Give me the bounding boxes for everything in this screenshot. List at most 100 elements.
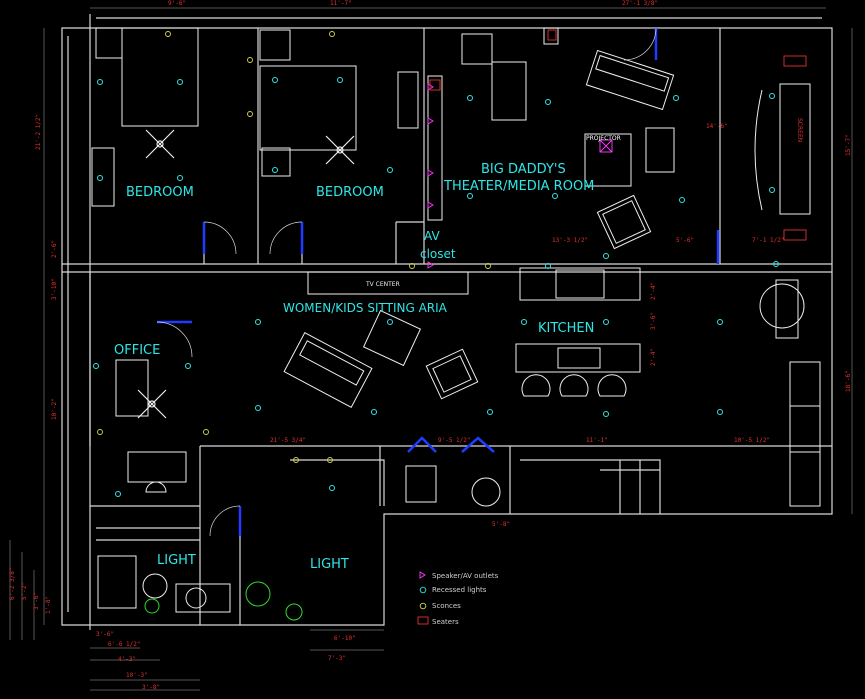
room-label-light-left: LIGHT — [157, 553, 196, 568]
theater-box — [543, 27, 559, 45]
toilet — [142, 573, 168, 599]
item-labels: TV CENTER PROJECTOR SCREEN — [365, 118, 803, 288]
room-label-bedroom-right: BEDROOM — [316, 185, 384, 200]
fan-office — [137, 389, 167, 419]
dim-mid-1: 21'-5 3/4" — [270, 437, 306, 444]
legend-light-icon — [419, 586, 427, 594]
legend-seat-label: Seaters — [432, 618, 459, 626]
theater-sofa — [585, 49, 675, 111]
bar-stool-2 — [559, 374, 589, 397]
dim-bot-6: 3'-6" — [96, 631, 114, 638]
office-table — [127, 451, 187, 483]
furniture — [91, 27, 821, 613]
screen-curve — [754, 89, 763, 211]
theater-desk — [491, 61, 527, 121]
dim-theater-w: 14'-6" — [706, 123, 728, 130]
bed-left — [121, 27, 199, 127]
dim-right-2: 18'-6" — [845, 370, 852, 392]
doors — [157, 28, 720, 536]
room-label-av-2: closet — [420, 247, 456, 261]
dim-bot-3: 4'-3" — [118, 656, 136, 663]
dim-bot-8: 7'-3" — [328, 655, 346, 662]
theater-chair-2 — [596, 194, 652, 250]
green-fixtures — [144, 581, 303, 621]
sink — [185, 587, 207, 609]
closet-walls — [203, 221, 424, 264]
kitchen-sink — [555, 269, 605, 299]
bed-right — [259, 65, 357, 151]
theater-chair-1 — [645, 127, 675, 173]
sconces — [97, 31, 491, 463]
legend: Speaker/AV outlets Recessed lights Sconc… — [417, 571, 499, 626]
dim-bot-1: 5'-8" — [492, 521, 510, 528]
dim-bot-4: 10'-3" — [126, 672, 148, 679]
dim-bot-5: 3'-8" — [142, 684, 160, 691]
water-heater — [471, 477, 501, 507]
legend-sconce-label: Sconces — [432, 602, 461, 610]
fan-bedroom-right — [325, 135, 355, 165]
dim-left-2: 2'-6" — [51, 240, 58, 258]
dining-chairs — [775, 279, 799, 339]
ceiling-fans — [137, 129, 355, 419]
tub — [97, 555, 137, 609]
tv-center — [307, 271, 469, 295]
dresser-right — [397, 71, 419, 129]
dim-theater-a: 13'-3 1/2" — [552, 237, 588, 244]
label-screen: SCREEN — [796, 118, 803, 142]
dim-theater-c: 7'-1 1/2" — [752, 237, 785, 244]
nightstand-right-2 — [261, 147, 291, 177]
room-labels: BEDROOM BEDROOM BIG DADDY'S THEATER/MEDI… — [114, 162, 594, 572]
kitchen-cooktop — [557, 347, 601, 369]
bar-stool-1 — [521, 374, 551, 397]
fan-bedroom-left — [145, 129, 175, 159]
dimension-texts: 9'-6" 11'-7" 27'-1 3/8" 21'-2 1/2" 2'-6"… — [9, 0, 852, 691]
label-projector: PROJECTOR — [586, 135, 621, 142]
door-double-bottom — [407, 436, 495, 453]
legend-seat-icon — [417, 616, 429, 625]
office-desk — [115, 359, 149, 417]
seaters — [429, 29, 807, 241]
kitchen-island — [515, 343, 641, 373]
dim-top-2: 11'-7" — [330, 0, 352, 7]
dim-mid-2: 9'-5 1/2" — [438, 437, 471, 444]
room-label-theater-2: THEATER/MEDIA ROOM — [443, 179, 594, 194]
room-label-light-right: LIGHT — [310, 557, 349, 572]
room-label-av-1: AV — [424, 229, 440, 243]
vanity — [175, 583, 231, 613]
dim-mid-4: 10'-5 1/2" — [734, 437, 770, 444]
dimension-lines — [9, 7, 853, 691]
legend-light-label: Recessed lights — [432, 586, 487, 594]
dim-k-1: 2'-4" — [650, 282, 657, 300]
corridor-lines — [96, 446, 385, 541]
sofa — [283, 332, 373, 408]
dim-side-2: 5'-2" — [21, 582, 28, 600]
dim-top-1: 9'-6" — [168, 0, 186, 7]
screen-stage — [779, 83, 811, 215]
dim-left-3: 3'-10" — [51, 278, 58, 300]
speaker-outlets — [427, 83, 613, 269]
dim-side-3: 3'-6" — [33, 592, 40, 610]
room-label-office: OFFICE — [114, 343, 160, 358]
room-label-theater-1: BIG DADDY'S — [481, 162, 566, 177]
chair-sitting-2 — [425, 348, 479, 400]
chair-sitting-1 — [362, 309, 422, 367]
legend-speaker-icon — [419, 571, 426, 579]
label-tv-center: TV CENTER — [365, 281, 400, 288]
dim-right-1: 15'-7" — [845, 134, 852, 156]
dim-k-3: 2'-4" — [650, 348, 657, 366]
dim-side-1: 6'-2 3/8" — [9, 567, 16, 600]
projector-icon — [599, 139, 613, 153]
office-chair — [145, 481, 167, 493]
door-swings — [156, 27, 657, 537]
dresser-left — [91, 147, 115, 207]
room-label-bedroom-left: BEDROOM — [126, 185, 194, 200]
walls — [61, 14, 833, 630]
dim-k-2: 3'-6" — [650, 312, 657, 330]
storage-box — [405, 465, 437, 503]
theater-table-1 — [461, 33, 493, 65]
dim-mid-3: 11'-1" — [586, 437, 608, 444]
dim-top-3: 27'-1 3/8" — [622, 0, 658, 7]
projector-table — [584, 133, 632, 187]
outer-wall — [61, 27, 833, 626]
